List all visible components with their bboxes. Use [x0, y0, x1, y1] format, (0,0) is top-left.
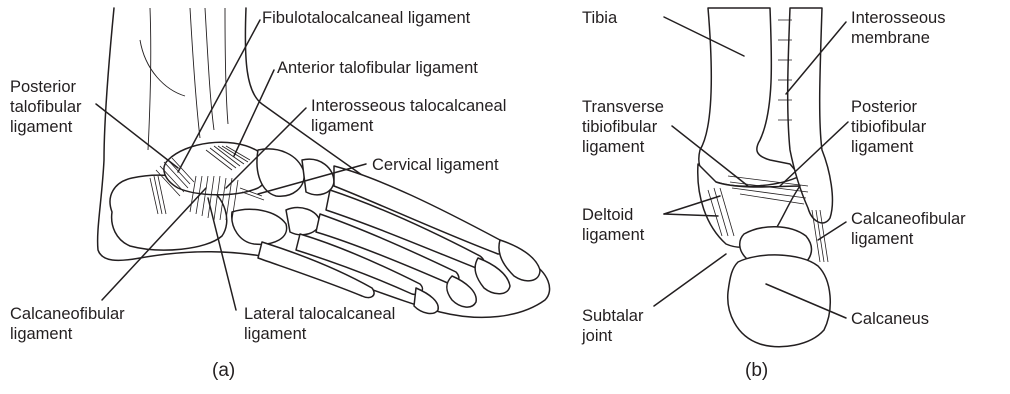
- caption-panel-a: (a): [212, 360, 235, 382]
- label-interosseous-membrane: Interosseous membrane: [851, 8, 945, 48]
- caption-panel-b: (b): [745, 360, 768, 382]
- label-posterior-talofibular-ligament: Posterior talofibular ligament: [10, 77, 82, 137]
- label-tibia: Tibia: [582, 8, 617, 28]
- label-calcaneofibular-ligament-a: Calcaneofibular ligament: [10, 304, 125, 344]
- label-lateral-talocalcaneal-ligament: Lateral talocalcaneal ligament: [244, 304, 395, 344]
- posterior-ankle-illustration: [698, 8, 833, 347]
- label-deltoid-ligament: Deltoid ligament: [582, 205, 644, 245]
- label-anterior-talofibular-ligament: Anterior talofibular ligament: [277, 58, 478, 78]
- label-calcaneofibular-ligament-b: Calcaneofibular ligament: [851, 209, 966, 249]
- label-cervical-ligament: Cervical ligament: [372, 155, 499, 175]
- label-interosseous-talocalcaneal-ligament: Interosseous talocalcaneal ligament: [311, 96, 506, 136]
- label-subtalar-joint: Subtalar joint: [582, 306, 643, 346]
- label-fibulotalocalcaneal-ligament: Fibulotalocalcaneal ligament: [262, 8, 470, 28]
- label-calcaneus: Calcaneus: [851, 309, 929, 329]
- label-posterior-tibiofibular-ligament: Posterior tibiofibular ligament: [851, 97, 926, 157]
- label-transverse-tibiofibular-ligament: Transverse tibiofibular ligament: [582, 97, 664, 157]
